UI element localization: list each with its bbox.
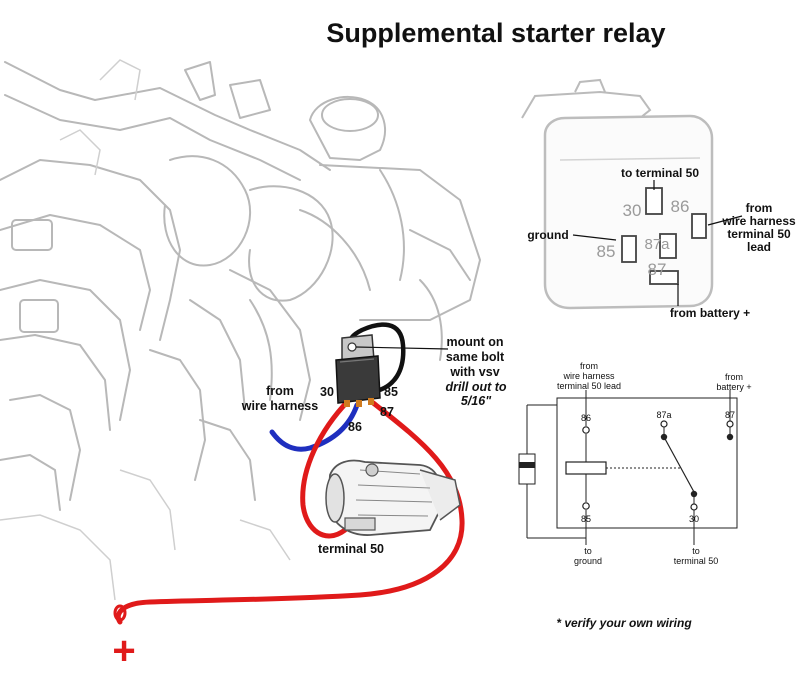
schematic-from-harness-line3: terminal 50 lead xyxy=(557,381,621,391)
mount-label-line2: same bolt xyxy=(446,350,505,364)
verify-wiring-note: * verify your own wiring xyxy=(556,616,692,630)
schematic-pin-87: 87 xyxy=(725,410,735,420)
schematic-pin-86: 86 xyxy=(581,413,591,423)
from-harness-line2: wire harness xyxy=(241,399,318,413)
engine-pin-86: 86 xyxy=(348,420,362,434)
drill-label-line2: 5/16" xyxy=(461,394,492,408)
closeup-pin-87a: 87a xyxy=(644,236,670,253)
closeup-ground: ground xyxy=(527,228,568,242)
schematic-pin-87a: 87a xyxy=(656,410,671,420)
schematic-from-battery-line2: battery + xyxy=(716,382,751,392)
from-harness-line1: from xyxy=(266,384,294,398)
battery-wire xyxy=(115,399,465,625)
starter-motor xyxy=(325,459,461,536)
mount-label-line1: mount on xyxy=(447,335,504,349)
harness-wire xyxy=(269,402,360,452)
closeup-from-harness-line2: wire harness xyxy=(721,214,796,228)
terminal-50-wire xyxy=(300,397,352,539)
engine-sketch xyxy=(0,59,481,601)
closeup-pin-86: 86 xyxy=(671,197,690,216)
schematic-to-ground-line2: ground xyxy=(574,556,602,566)
schematic-to-terminal-line1: to xyxy=(692,546,700,556)
engine-labels: mount on same bolt with vsv drill out to… xyxy=(112,335,507,673)
engine-pin-85: 85 xyxy=(384,385,398,399)
closeup-from-harness-line4: lead xyxy=(747,240,771,254)
closeup-pin-30: 30 xyxy=(623,201,642,220)
page-title: Supplemental starter relay xyxy=(326,18,665,48)
battery-eyelet xyxy=(113,604,127,622)
engine-pin-30: 30 xyxy=(320,385,334,399)
relay-schematic: from wire harness terminal 50 lead from … xyxy=(518,361,752,566)
relay-closeup: 30 86 85 87a 87 to terminal 50 from wire… xyxy=(521,78,796,320)
coil-symbol xyxy=(565,461,607,475)
closeup-pin-87: 87 xyxy=(648,260,667,279)
schematic-pin-30: 30 xyxy=(689,514,699,524)
schematic-to-ground-line1: to xyxy=(584,546,592,556)
schematic-from-battery-line1: from xyxy=(725,372,743,382)
schematic-pin-85: 85 xyxy=(581,514,591,524)
schematic-to-terminal-line2: terminal 50 xyxy=(674,556,719,566)
battery-plus-symbol: + xyxy=(112,629,135,673)
closeup-from-battery: from battery + xyxy=(670,306,750,320)
closeup-to-terminal-50: to terminal 50 xyxy=(621,166,699,180)
closeup-from-harness-line1: from xyxy=(746,201,773,215)
closeup-pin-85: 85 xyxy=(597,242,616,261)
closeup-from-harness-line3: terminal 50 xyxy=(727,227,791,241)
terminal-50-label: terminal 50 xyxy=(318,542,384,556)
schematic-from-harness-line2: wire harness xyxy=(562,371,615,381)
wires xyxy=(113,322,465,625)
engine-pin-87: 87 xyxy=(380,405,394,419)
engine-relay xyxy=(335,334,381,407)
schematic-from-harness-line1: from xyxy=(580,361,598,371)
mount-label-line3: with vsv xyxy=(449,365,499,379)
diode-symbol xyxy=(518,453,536,485)
mount-pointer xyxy=(355,346,449,350)
drill-label-line1: drill out to xyxy=(445,380,506,394)
